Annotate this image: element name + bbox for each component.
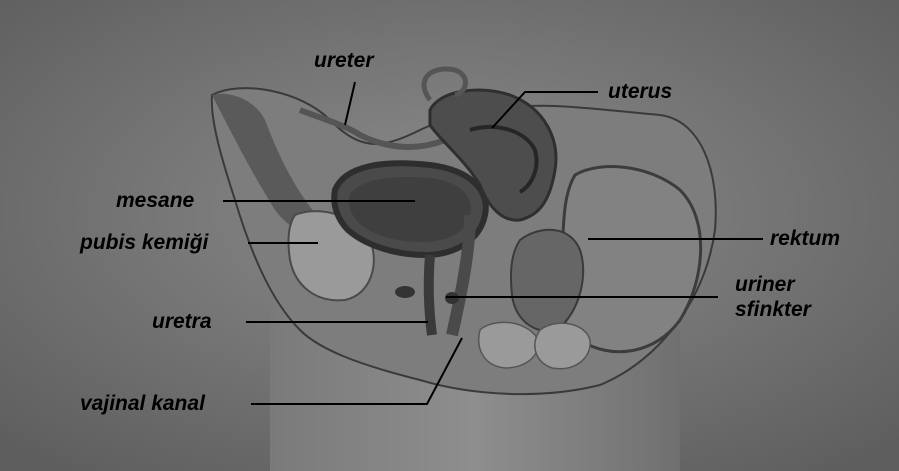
label-vajinal: vajinal kanal — [80, 392, 205, 416]
label-rektum: rektum — [770, 227, 840, 251]
label-pubis: pubis kemiği — [80, 231, 208, 255]
label-uterus: uterus — [608, 80, 672, 104]
label-uretra: uretra — [152, 310, 212, 334]
label-uriner-line1: uriner — [735, 273, 795, 297]
urethra-tube — [429, 255, 432, 335]
sphincter-muscle-left — [395, 286, 415, 298]
perineum-lobe-left — [479, 322, 538, 368]
label-ureter: ureter — [314, 49, 374, 73]
label-mesane: mesane — [116, 189, 194, 213]
label-uriner-line2: sfinkter — [735, 298, 811, 322]
perineum-lobe-right — [535, 323, 590, 369]
